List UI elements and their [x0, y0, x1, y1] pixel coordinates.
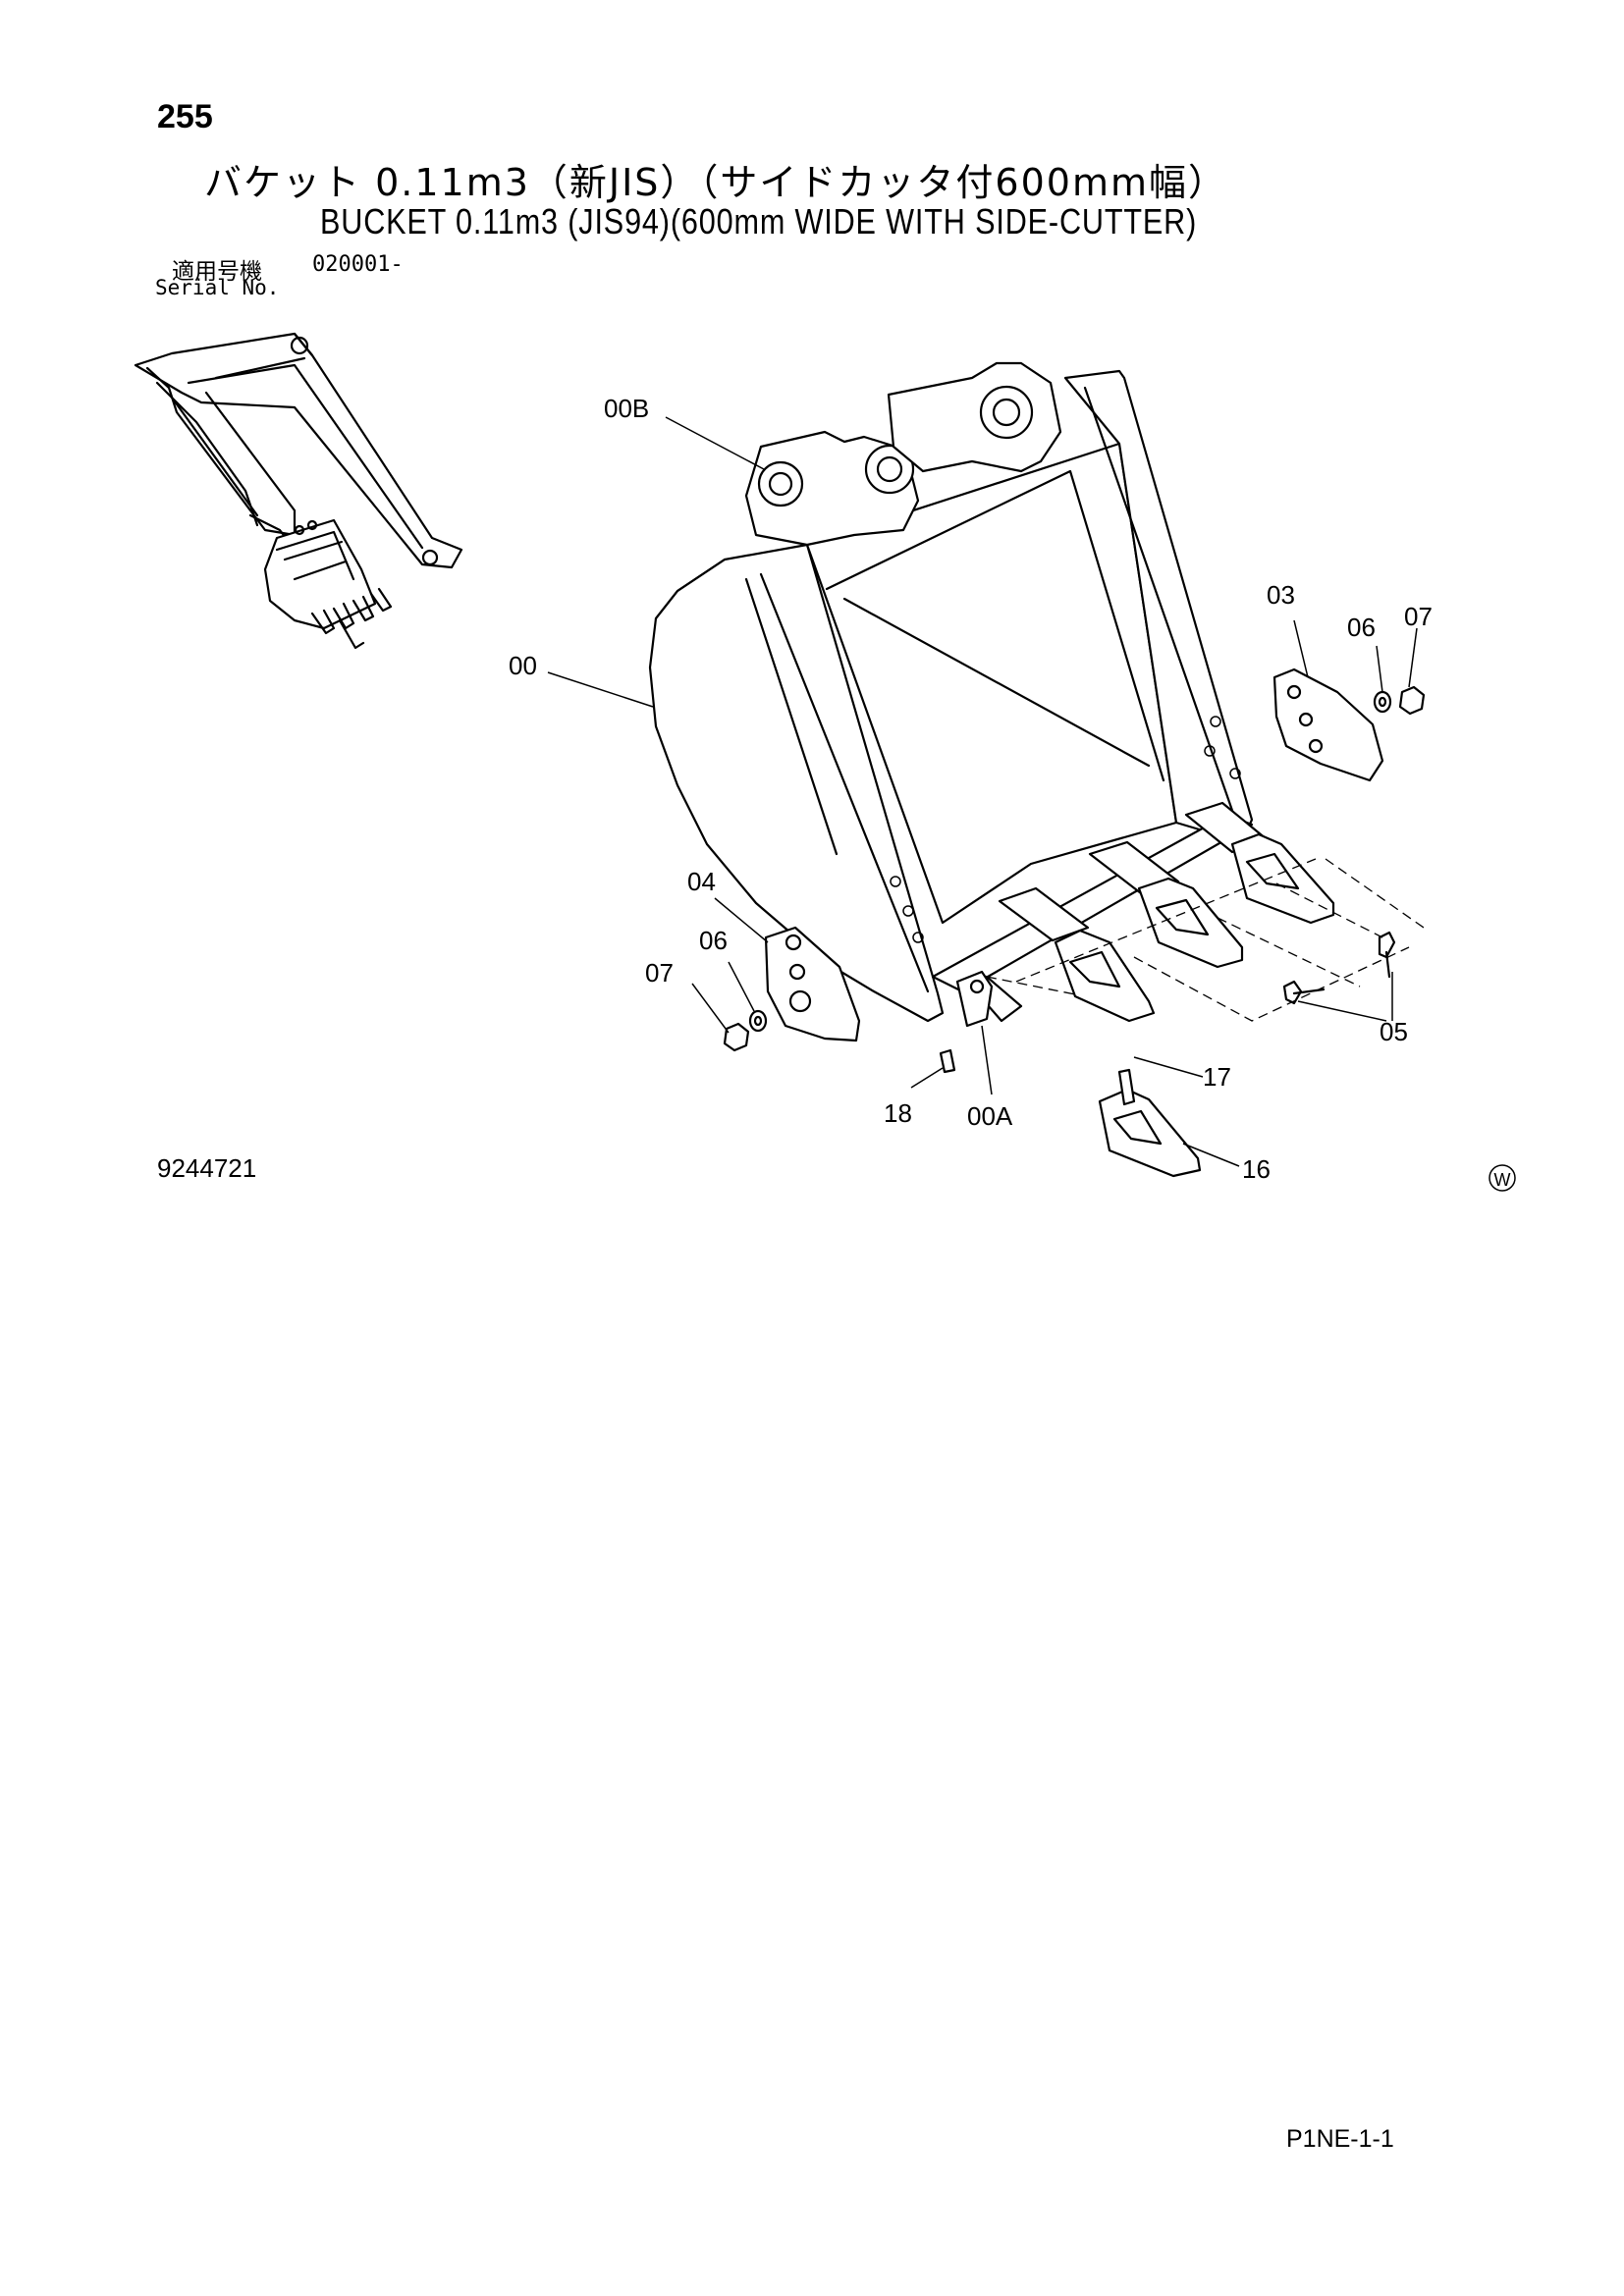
serial-label-japanese: 適用号機 — [172, 259, 262, 285]
drawing-number: 9244721 — [157, 1153, 257, 1183]
serial-value: 020001- — [312, 252, 404, 277]
w-mark-letter: W — [1494, 1170, 1511, 1190]
footer-code: P1NE-1-1 — [1286, 2125, 1394, 2153]
teeth-assembly — [939, 801, 1396, 1178]
callout-04: 04 — [687, 867, 716, 896]
callout-00: 00 — [509, 651, 537, 680]
callout-17: 17 — [1203, 1062, 1231, 1092]
washer-nut-left — [723, 1009, 768, 1052]
callout-03: 03 — [1267, 580, 1295, 610]
excavator-arm-thumbnail — [134, 332, 463, 650]
w-mark: W — [1489, 1164, 1516, 1192]
callout-07-left: 07 — [645, 958, 674, 988]
callout-06-left: 06 — [699, 926, 728, 955]
callout-16: 16 — [1242, 1154, 1271, 1184]
page-number: 255 — [157, 98, 213, 135]
callout-06-right: 06 — [1347, 613, 1376, 642]
washer-nut-right — [1373, 685, 1426, 716]
title-english: BUCKET 0.11m3 (JIS94)(600mm WIDE WITH SI… — [320, 201, 1198, 241]
callout-07-right: 07 — [1404, 602, 1433, 631]
callout-05: 05 — [1380, 1017, 1408, 1046]
serial-label-english: Serial No. — [155, 276, 280, 299]
callout-18: 18 — [884, 1098, 912, 1128]
leader-lines — [547, 416, 1418, 1167]
bucket-body — [648, 361, 1254, 1023]
callout-00B: 00B — [604, 394, 649, 423]
side-cutter-left — [764, 926, 861, 1042]
callout-00A: 00A — [967, 1101, 1013, 1131]
side-cutter-right — [1272, 667, 1384, 782]
title-japanese: バケット 0.11m3（新JIS）（サイドカッタ付600mm幅） — [204, 161, 1227, 204]
alignment-lines — [986, 858, 1425, 1022]
